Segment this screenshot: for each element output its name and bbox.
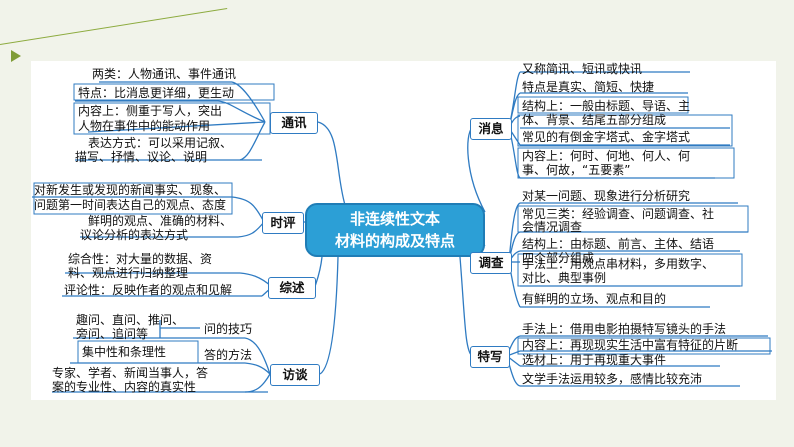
branch-fangtan: 访谈 (270, 364, 320, 386)
xiaoxi-item: 体、背景、结尾五部分组成 (522, 113, 667, 127)
tongxun-item: 人物在事件中的能动作用 (78, 119, 211, 133)
branch-xiaoxi: 消息 (470, 118, 512, 140)
diaocha-item: 有鲜明的立场、观点和目的 (522, 292, 667, 306)
shiping-item: 对新发生或发现的新闻事实、现象、 (34, 183, 227, 197)
tongxun-item: 内容上：侧重于写人，突出 (78, 104, 223, 118)
diaocha-item: 对某一问题、现象进行分析研究 (522, 189, 691, 203)
diaocha-item: 四个部分组成 (522, 251, 595, 265)
texie-item: 文学手法运用较多，感情比较充沛 (522, 372, 703, 386)
tongxun-item: 特点：比消息更详细，更生动 (78, 86, 235, 100)
fangtan-item: 答的方法 (204, 348, 253, 362)
diaocha-item: 对比、典型事例 (522, 271, 607, 285)
diaocha-item: 结构上：由标题、前言、主体、结语 (522, 237, 715, 251)
branch-zongshu: 综述 (268, 277, 316, 299)
fangtan-item: 案的专业性、内容的真实性 (52, 380, 197, 394)
triangle-bullet-icon (11, 50, 21, 62)
zongshu-item: 综合性：对大量的数据、资 (68, 252, 213, 266)
central-topic-line1: 非连续性文本 (349, 210, 440, 228)
tongxun-item: 描写、抒情、议论、说明 (75, 150, 208, 164)
branch-diaocha: 调查 (470, 252, 512, 274)
zongshu-item: 料、观点进行归纳整理 (68, 266, 189, 280)
fangtan-item: 趣问、直问、推问、 (76, 313, 185, 327)
xiaoxi-item: 内容上：何时、何地、何人、何 (522, 149, 691, 163)
xiaoxi-item: 又称简讯、短讯或快讯 (522, 62, 643, 76)
branch-texie: 特写 (470, 346, 510, 368)
xiaoxi-item: 事、何故，“五要素” (522, 163, 631, 177)
central-topic: 非连续性文本 材料的构成及特点 (305, 203, 485, 257)
xiaoxi-item: 结构上：一般由标题、导语、主 (522, 99, 691, 113)
texie-item: 内容上：再现现实生活中富有特征的片断 (522, 338, 739, 352)
shiping-item: 议论分析的表达方式 (80, 228, 189, 242)
diaocha-item: 手法上：用观点串材料，多用数字、 (522, 257, 715, 271)
branch-tongxun: 通讯 (270, 112, 318, 134)
diaocha-item: 会情况调查 (522, 220, 583, 234)
tongxun-item: 表达方式：可以采用记叙、 (88, 136, 233, 150)
diaocha-item: 常见三类：经验调查、问题调查、社 (522, 207, 715, 221)
central-topic-line2: 材料的构成及特点 (334, 232, 455, 250)
xiaoxi-item: 常见的有倒金字塔式、金字塔式 (522, 130, 691, 144)
fangtan-item: 旁问、追问等 (76, 327, 149, 341)
texie-item: 选材上：用于再现重大事件 (522, 353, 667, 367)
fangtan-item: 集中性和条理性 (82, 345, 167, 359)
zongshu-item: 评论性：反映作者的观点和见解 (64, 283, 233, 297)
tongxun-item: 两类：人物通讯、事件通讯 (92, 67, 237, 81)
branch-shiping: 时评 (262, 212, 304, 234)
xiaoxi-item: 特点是真实、简短、快捷 (522, 80, 655, 94)
fangtan-item: 问的技巧 (204, 322, 253, 336)
texie-item: 手法上：借用电影拍摄特写镜头的手法 (522, 322, 727, 336)
shiping-item: 问题第一时间表达自己的观点、态度 (34, 198, 227, 212)
shiping-item: 鲜明的观点、准确的材料、 (88, 214, 233, 228)
fangtan-item: 专家、学者、新闻当事人，答 (52, 366, 209, 380)
